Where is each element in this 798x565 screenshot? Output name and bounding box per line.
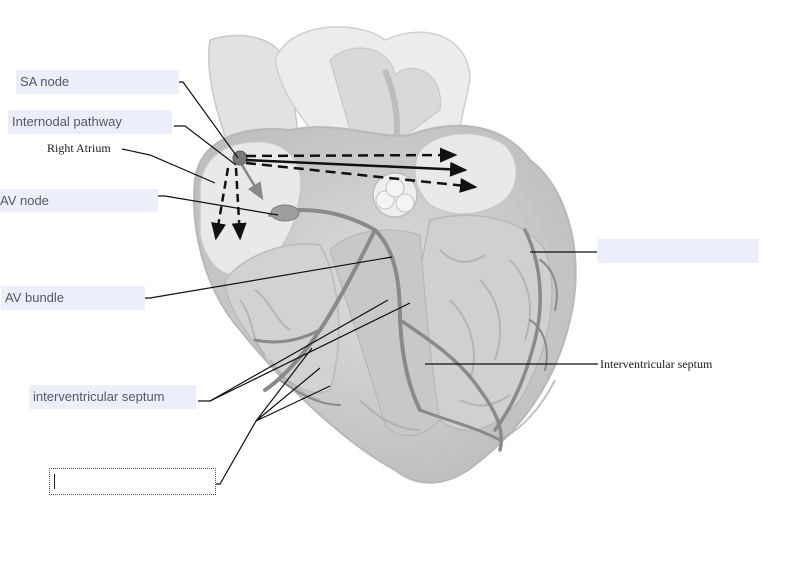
blank-answer-field-active[interactable] (49, 468, 216, 495)
interventricular-septum-field[interactable]: interventricular septum (29, 385, 196, 409)
av-bundle-label[interactable]: AV bundle (1, 286, 145, 310)
left-atrium-chamber (414, 132, 517, 215)
av-node (270, 204, 300, 222)
leader-sa-node (178, 81, 239, 159)
leader-blank-bottom-c (255, 385, 331, 422)
leader-lines (121, 81, 600, 485)
right-atrium-chamber (199, 141, 302, 277)
leader-blank-bottom-a (255, 367, 321, 422)
impulse-arrows-down (211, 167, 247, 241)
leader-right-atrium (121, 148, 216, 184)
leader-blank-bottom (215, 420, 257, 485)
interventricular-septum-right-label: Interventricular septum (600, 357, 713, 371)
leader-internodal (174, 125, 237, 166)
septum-wall (329, 229, 441, 437)
aortic-valve (372, 172, 418, 218)
right-atrium-label: Right Atrium (47, 141, 111, 155)
av-node-label[interactable]: AV node (0, 189, 158, 212)
sa-node-label[interactable]: SA node (16, 70, 179, 94)
leader-ivs-left-2 (209, 299, 389, 402)
great-vessels (207, 26, 471, 151)
leader-av-node (158, 195, 279, 216)
internodal-arrow (240, 164, 264, 201)
impulse-arrows-left-atrium (245, 147, 478, 193)
internodal-pathway-label[interactable]: Internodal pathway (8, 110, 172, 134)
blank-answer-field-right[interactable] (597, 239, 759, 263)
leader-blank-bottom-b (255, 347, 313, 422)
text-caret (54, 474, 55, 489)
trabeculae-texture (239, 249, 556, 441)
right-ventricle-chamber (224, 243, 340, 394)
conduction-pathways (253, 208, 558, 452)
sa-node (232, 150, 248, 166)
leader-av-bundle (143, 256, 393, 299)
